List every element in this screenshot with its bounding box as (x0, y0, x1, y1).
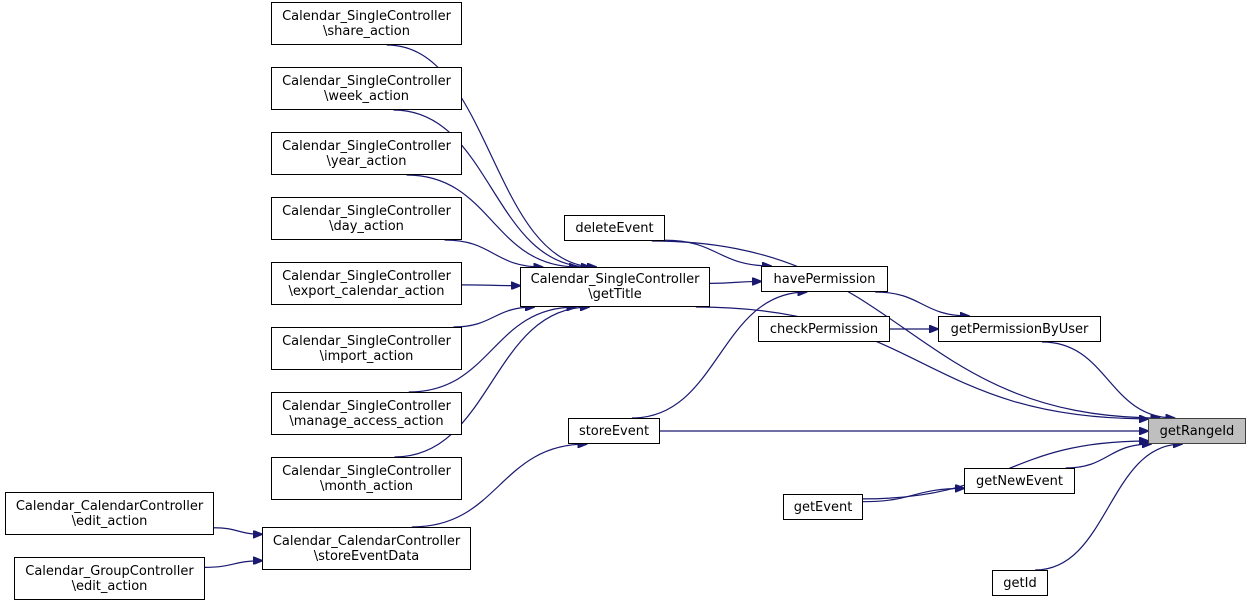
node-grp_edit[interactable]: Calendar_GroupController\edit_action (14, 557, 205, 600)
edge-share-to-getTitle (386, 44, 596, 267)
edge-import-to-getTitle (453, 307, 534, 328)
node-label: Calendar_SingleController (282, 268, 451, 284)
node-import[interactable]: Calendar_SingleController\import_action (271, 327, 462, 370)
node-label: Calendar_CalendarController (15, 498, 204, 514)
node-label: Calendar_SingleController (282, 203, 451, 219)
node-export[interactable]: Calendar_SingleController\export_calenda… (271, 262, 462, 305)
node-label: getPermissionByUser (950, 321, 1089, 337)
node-label: \manage_access_action (289, 413, 444, 429)
node-label: deleteEvent (575, 220, 654, 236)
edge-grp_edit-to-storeEventData (204, 561, 262, 568)
node-label: havePermission (773, 271, 876, 287)
edge-week-to-getTitle (393, 109, 590, 267)
edge-getTitle-to-havePermission (709, 281, 761, 283)
node-label: Calendar_CalendarController (272, 533, 461, 549)
node-label: Calendar_GroupController (25, 563, 194, 579)
edge-day-to-getTitle (444, 239, 542, 267)
node-label: \import_action (319, 348, 414, 364)
edge-getTitle-to-getRangeId (695, 306, 1148, 419)
edge-export-to-getTitle (461, 285, 520, 286)
node-label: \edit_action (71, 513, 148, 529)
node-label: \week_action (323, 88, 410, 104)
edge-storeEventData-to-storeEvent (411, 444, 587, 528)
node-label: \day_action (329, 218, 404, 234)
edge-havePermission-to-getPermissionByUser (875, 291, 969, 316)
node-label: Calendar_SingleController (282, 398, 451, 414)
edge-cal_edit-to-storeEventData (213, 527, 262, 535)
node-label: Calendar_SingleController (282, 333, 451, 349)
edge-getPermissionByUser-to-getRangeId (1042, 341, 1174, 418)
node-getId[interactable]: getId (992, 570, 1048, 596)
node-label: storeEvent (578, 423, 650, 439)
node-getPermissionByUser[interactable]: getPermissionByUser (938, 316, 1101, 342)
node-label: checkPermission (769, 321, 879, 337)
node-label: Calendar_SingleController (282, 8, 451, 24)
node-havePermission[interactable]: havePermission (761, 266, 888, 292)
edge-storeEvent-to-havePermission (632, 292, 806, 419)
node-checkPermission[interactable]: checkPermission (758, 316, 890, 342)
node-label: \month_action (319, 478, 414, 494)
node-label: getRangeId (1159, 423, 1235, 439)
node-label: \year_action (326, 153, 407, 169)
node-label: \share_action (323, 23, 410, 39)
node-manage[interactable]: Calendar_SingleController\manage_access_… (271, 392, 462, 435)
node-label: \getTitle (588, 287, 642, 302)
node-label: \edit_action (71, 578, 148, 594)
node-label: getEvent (793, 499, 853, 515)
node-day[interactable]: Calendar_SingleController\day_action (271, 197, 462, 240)
node-label: \storeEventData (313, 548, 420, 564)
edge-month-to-getTitle (394, 307, 589, 458)
node-storeEventData[interactable]: Calendar_CalendarController\storeEventDa… (262, 527, 471, 570)
node-label: Calendar_SingleController (282, 73, 451, 89)
node-deleteEvent[interactable]: deleteEvent (564, 215, 665, 241)
node-getEvent[interactable]: getEvent (783, 494, 863, 520)
node-month[interactable]: Calendar_SingleController\month_action (271, 457, 462, 500)
node-label: Calendar_SingleController (282, 138, 451, 154)
node-share[interactable]: Calendar_SingleController\share_action (271, 2, 462, 45)
node-storeEvent[interactable]: storeEvent (568, 418, 660, 444)
node-label: Calendar_SingleController (282, 463, 451, 479)
node-label: getNewEvent (976, 473, 1063, 489)
node-year[interactable]: Calendar_SingleController\year_action (271, 132, 462, 175)
node-label: Calendar_SingleController (530, 272, 700, 287)
node-getNewEvent[interactable]: getNewEvent (964, 468, 1075, 494)
node-cal_edit[interactable]: Calendar_CalendarController\edit_action (5, 492, 214, 535)
node-label: getId (1003, 575, 1037, 591)
node-week[interactable]: Calendar_SingleController\week_action (271, 67, 462, 110)
edge-getEvent-to-getNewEvent (862, 488, 964, 503)
node-getTitle[interactable]: Calendar_SingleController\getTitle (520, 267, 710, 307)
edge-getNewEvent-to-getRangeId (1065, 444, 1151, 469)
edge-getId-to-getRangeId (1035, 444, 1182, 571)
node-label: \export_calendar_action (288, 283, 445, 299)
edge-manage-to-getTitle (408, 307, 576, 393)
node-getRangeId[interactable]: getRangeId (1148, 418, 1246, 444)
edge-year-to-getTitle (406, 174, 578, 267)
